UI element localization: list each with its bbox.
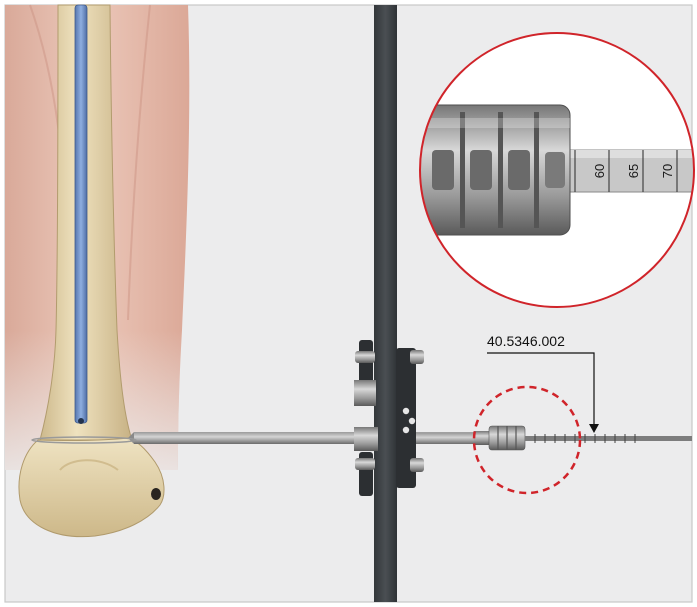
scale-label-65: 65 bbox=[626, 164, 641, 178]
guide-wire-icon bbox=[75, 5, 87, 424]
scale-label-70: 70 bbox=[660, 164, 675, 178]
scale-label-60: 60 bbox=[592, 164, 607, 178]
part-number-label: 40.5346.002 bbox=[487, 333, 565, 349]
